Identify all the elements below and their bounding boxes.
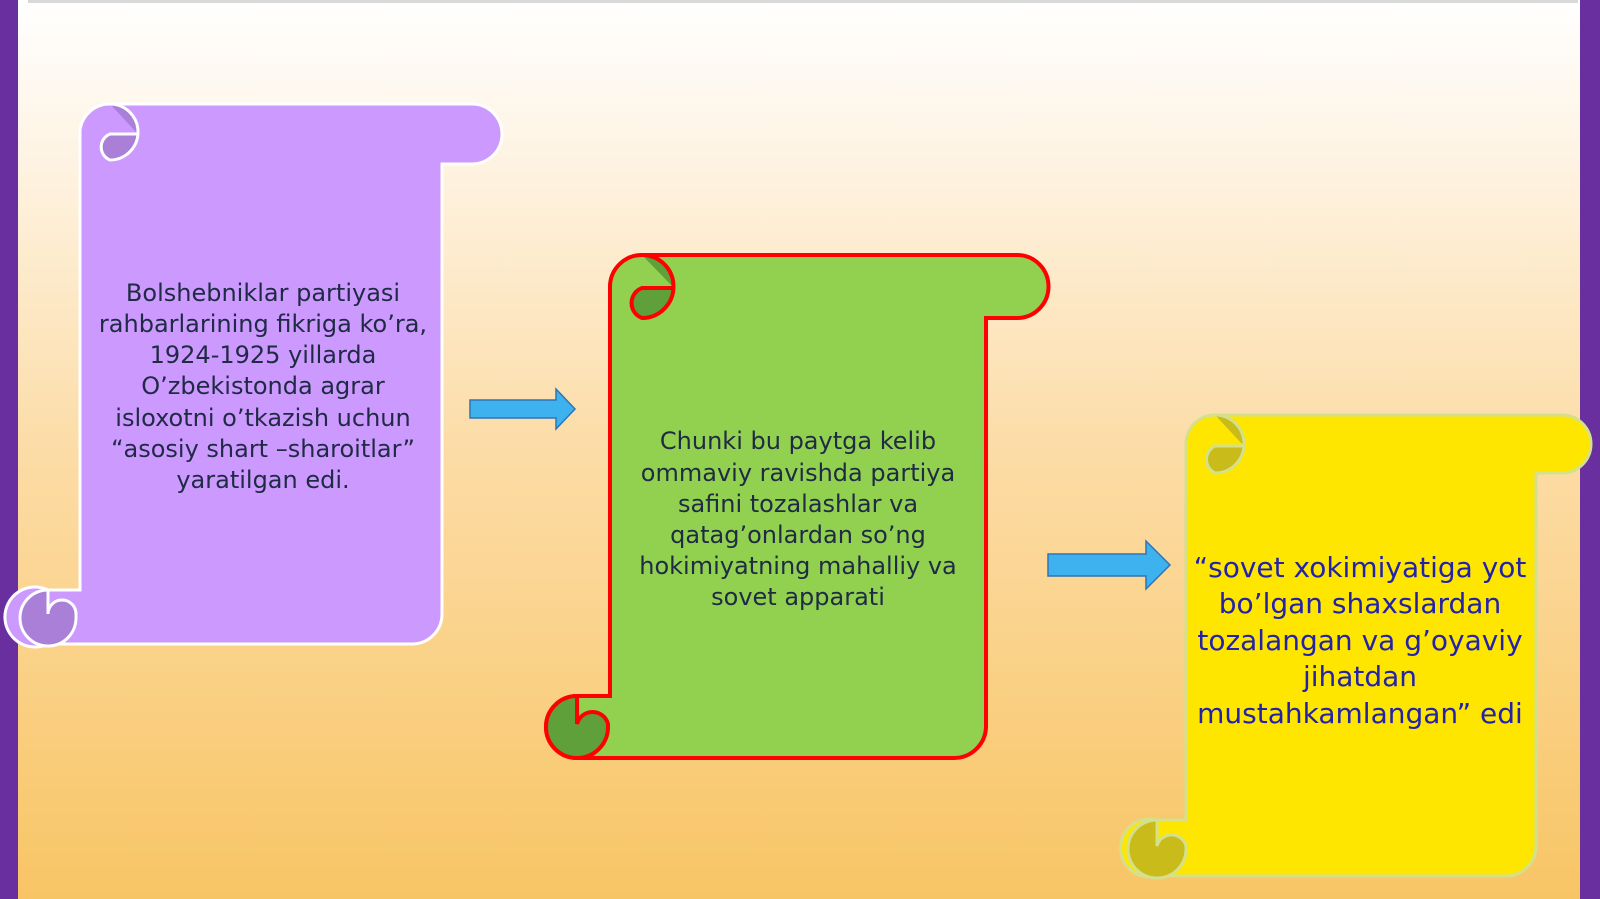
scroll-3-label: “sovet xokimiyatiga yot bo’lgan shaxslar…: [1193, 551, 1527, 730]
scroll-2-text: Chunki bu paytga kelib ommaviy ravishda …: [620, 420, 976, 620]
scroll-1: [3, 102, 504, 649]
top-border-line: [28, 0, 1578, 3]
scroll-1-body: [3, 102, 504, 649]
scroll-3-body: [1118, 413, 1593, 879]
scroll-1-top-curl: [99, 102, 140, 162]
scroll-1-label: Bolshebniklar partiyasi rahbarlarining f…: [98, 278, 428, 494]
scroll-2: [544, 252, 1051, 760]
arrow-1: [469, 387, 577, 431]
scroll-2-top-curl: [629, 253, 676, 321]
scroll-2-label: Chunki bu paytga kelib ommaviy ravishda …: [639, 427, 957, 612]
scroll-2-bottom-curl: [544, 693, 610, 760]
arrow-2: [1047, 539, 1172, 591]
scroll-3-text: “sovet xokimiyatiga yot bo’lgan shaxslar…: [1188, 546, 1532, 736]
scroll-3: [1118, 413, 1593, 880]
scroll-1-text: Bolshebniklar partiyasi rahbarlarining f…: [88, 272, 438, 502]
scroll-3-bottom-curl: [1126, 818, 1188, 880]
scroll-3-top-curl: [1205, 413, 1246, 475]
scroll-1-bottom-curl: [18, 588, 78, 648]
